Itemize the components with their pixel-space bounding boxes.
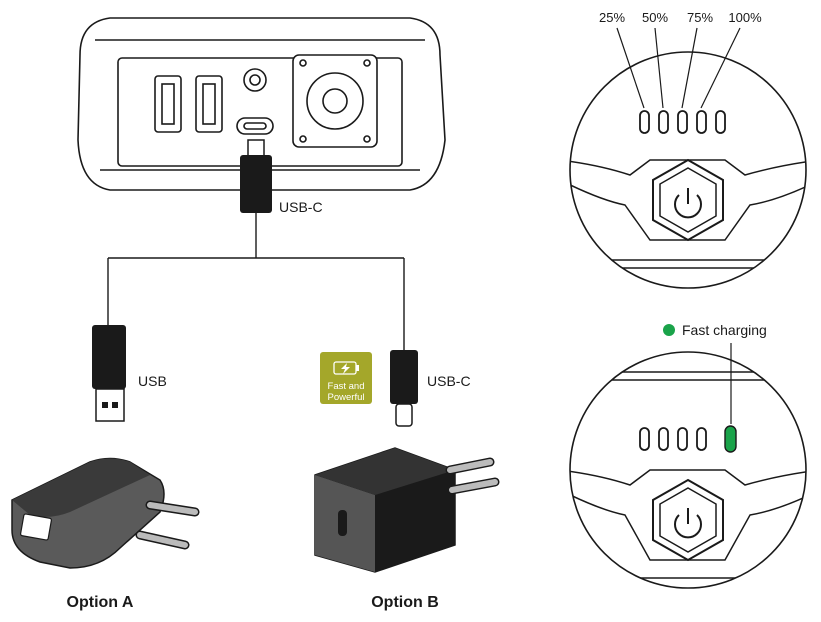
usb-c-right-label: USB-C xyxy=(427,373,471,389)
usb-c-top-label: USB-C xyxy=(279,199,323,215)
level-25: 25% xyxy=(599,10,625,25)
led-5 xyxy=(715,110,726,134)
led-1 xyxy=(639,110,650,134)
led-3 xyxy=(677,110,688,134)
led-5-active xyxy=(724,425,737,453)
level-75: 75% xyxy=(687,10,713,25)
led-3 xyxy=(677,427,688,451)
power-icon xyxy=(652,158,724,242)
led-row-top xyxy=(639,110,726,134)
usb-a-plug xyxy=(92,325,126,422)
charger-option-b xyxy=(314,447,500,573)
fast-charging-label: Fast charging xyxy=(682,322,767,338)
led-row-bottom xyxy=(639,427,707,451)
led-2 xyxy=(658,427,669,451)
led-2 xyxy=(658,110,669,134)
option-a-label: Option A xyxy=(67,594,134,611)
led-1 xyxy=(639,427,650,451)
indicator-panel-top xyxy=(569,27,807,289)
option-b-label: Option B xyxy=(371,594,439,611)
badge-line2: Powerful xyxy=(328,392,365,403)
power-icon xyxy=(652,478,724,562)
usb-left-label: USB xyxy=(138,373,167,389)
indicator-panel-bottom xyxy=(569,343,807,589)
power-station xyxy=(77,17,446,191)
fast-powerful-badge: Fast and Powerful xyxy=(320,352,372,404)
level-100: 100% xyxy=(728,10,762,25)
usb-c-plug-top xyxy=(240,139,272,213)
lightning-icon xyxy=(333,361,359,375)
led-4 xyxy=(696,427,707,451)
fast-charging-dot xyxy=(663,324,675,336)
usb-c-plug-right xyxy=(390,350,418,427)
badge-line1: Fast and xyxy=(328,381,365,392)
led-4 xyxy=(696,110,707,134)
cable-split xyxy=(107,213,405,350)
charger-option-a xyxy=(11,457,200,569)
level-50: 50% xyxy=(642,10,668,25)
